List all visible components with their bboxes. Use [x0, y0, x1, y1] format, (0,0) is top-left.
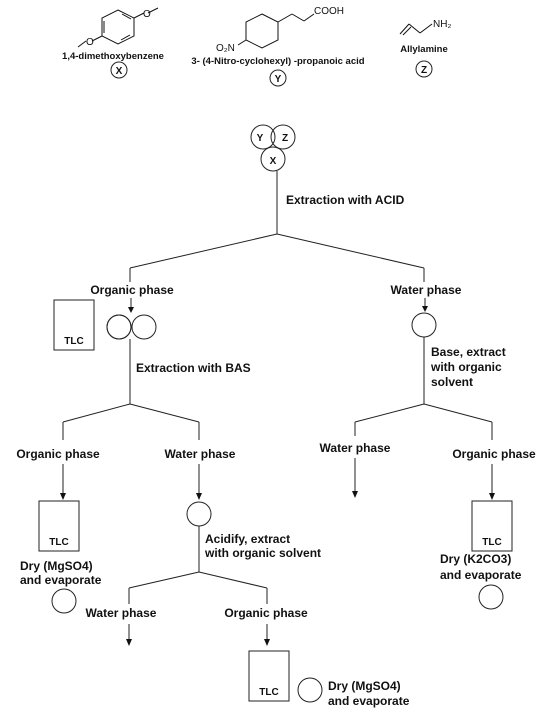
step-dry-mgso4-2-line2: and evaporate	[328, 694, 410, 708]
compound-y-structure	[237, 13, 315, 49]
label-water-phase-1: Water phase	[391, 283, 462, 297]
step-acid-extraction: Extraction with ACID	[286, 193, 405, 207]
product-circle-1	[51, 588, 77, 614]
step-dry-mgso4-1-line1: Dry (MgSO4)	[20, 559, 93, 573]
mixture-letter-x: X	[270, 156, 277, 167]
compound-x-badge	[110, 61, 128, 79]
step-acidify-line1: Acidify, extract	[205, 532, 290, 546]
compound-y-letter: Y	[275, 74, 282, 85]
compound-x-letter: X	[116, 66, 123, 77]
tlc-box-4	[248, 650, 290, 702]
tlc-box-3	[471, 500, 513, 552]
split-line-right-1	[276, 233, 425, 269]
mixture-circle-z	[270, 124, 296, 150]
mixture-circle-x	[260, 146, 286, 172]
label-water-phase-3: Water phase	[320, 441, 391, 455]
step-bas-extraction: Extraction with BAS	[136, 361, 251, 375]
compound-x-name: 1,4-dimethoxybenzene	[62, 51, 164, 62]
step-base-extract-line3: solvent	[431, 375, 473, 389]
cooh-group: COOH	[314, 6, 344, 17]
tlc-box-1	[53, 299, 95, 351]
amine-group: NH₂	[433, 19, 451, 30]
compound-z-badge	[415, 60, 433, 78]
phase-circle-right	[411, 312, 437, 338]
phase-circle-acidify	[186, 501, 212, 527]
tlc-label-2: TLC	[49, 537, 68, 548]
step-dry-mgso4-1-line2: and evaporate	[20, 573, 102, 587]
compound-x-structure: O O	[77, 7, 159, 48]
tlc-label-4: TLC	[259, 687, 278, 698]
tlc-label-1: TLC	[64, 336, 83, 347]
compound-y-name: 3- (4-Nitro-cyclohexyl) -propanoic acid	[191, 56, 364, 67]
step-acidify-line2: with organic solvent	[204, 546, 321, 560]
nitro-group: O₂N	[216, 43, 235, 54]
compound-z-letter: Z	[421, 65, 427, 76]
mixture-circles	[250, 124, 296, 172]
mixture-circle-y	[250, 124, 276, 150]
tlc-box-2	[38, 500, 80, 552]
label-organic-phase-4: Organic phase	[224, 606, 308, 620]
split-line-left-1	[129, 233, 278, 269]
mixture-letter-z: Z	[282, 133, 288, 144]
phase-circle-left-b	[131, 314, 157, 340]
svg-text:O: O	[143, 9, 151, 20]
mixture-letter-y: Y	[257, 133, 264, 144]
product-circle-4	[297, 677, 323, 703]
tlc-label-3: TLC	[482, 537, 501, 548]
step-dry-k2co3-line1: Dry (K2CO3)	[440, 552, 511, 566]
label-organic-phase-3: Organic phase	[452, 447, 536, 461]
arrow-head	[128, 307, 134, 313]
step-dry-mgso4-2-line1: Dry (MgSO4)	[328, 679, 401, 693]
product-circle-3	[478, 584, 504, 610]
step-dry-k2co3-line2: and evaporate	[440, 568, 522, 582]
compound-y-badge	[269, 69, 287, 87]
label-water-phase-4: Water phase	[86, 606, 157, 620]
label-organic-phase-1: Organic phase	[90, 283, 174, 297]
svg-text:O: O	[86, 37, 94, 48]
step-base-extract-line2: with organic	[430, 360, 502, 374]
label-water-phase-2: Water phase	[165, 447, 236, 461]
step-base-extract-line1: Base, extract	[431, 345, 506, 359]
label-organic-phase-2: Organic phase	[16, 447, 100, 461]
compound-z-name: Allylamine	[400, 44, 448, 55]
compound-z-structure	[399, 23, 433, 36]
